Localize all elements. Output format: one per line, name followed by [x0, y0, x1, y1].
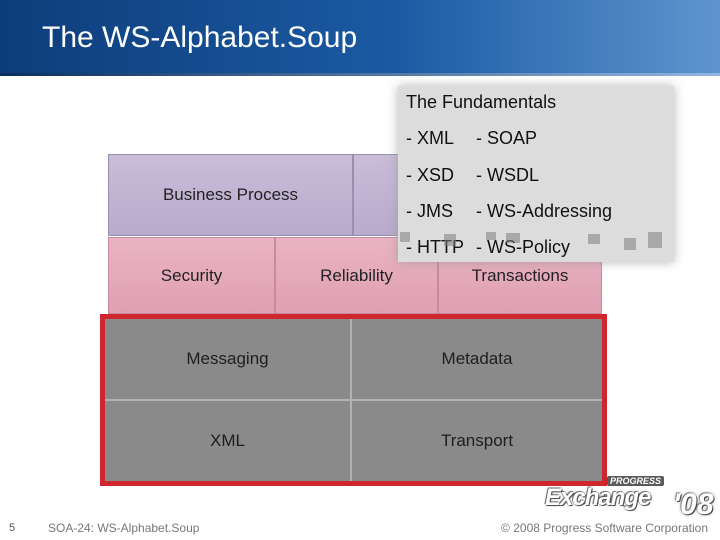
layer-transport: Transport [352, 401, 602, 481]
progress-exchange-logo: PROGRESS Exchange '08 [545, 474, 714, 522]
title-bar [0, 0, 720, 76]
layer-business-process: Business Process [108, 154, 353, 236]
fundamental-item: - XSD [406, 165, 455, 185]
layer-label: Reliability [320, 265, 393, 285]
layer-xml: XML [105, 401, 350, 481]
slide-title: The WS-Alphabet.Soup [42, 21, 358, 54]
layer-metadata: Metadata [352, 319, 602, 399]
layer-label: Business Process [162, 185, 299, 204]
fundamental-item: - JMS [406, 201, 453, 221]
page-number: 5 [9, 522, 16, 534]
fundamentals-row: - JMS - WS-Addressing [406, 201, 612, 222]
footer-session: SOA-24: WS-Alphabet.Soup [48, 521, 200, 535]
footer-copyright: © 2008 Progress Software Corporation [501, 521, 708, 535]
fundamental-item: - WS-Policy [476, 237, 570, 257]
layer-label: Metadata [441, 349, 513, 368]
callout-decoration [398, 230, 674, 262]
layer-label: Transport [440, 431, 514, 450]
layer-label: XML [210, 431, 245, 450]
fundamentals-row: - XSD - WSDL [406, 165, 539, 186]
fundamentals-callout: The Fundamentals - XML - SOAP - XSD - WSDL… [398, 86, 674, 262]
logo-brand-top: PROGRESS [607, 476, 665, 486]
layer-messaging: Messaging [105, 319, 350, 399]
fundamental-item: - WSDL [476, 165, 539, 185]
layer-label: Transactions [471, 265, 569, 285]
grid-divider-horizontal [105, 399, 602, 401]
layer-label: Messaging [186, 349, 269, 368]
fundamental-item: - XML [406, 128, 455, 148]
callout-heading: The Fundamentals [406, 92, 557, 112]
fundamental-item: - WS-Addressing [476, 201, 613, 221]
layer-label: Security [160, 265, 223, 285]
layer-security: Security [108, 237, 275, 314]
logo-brand-year: '08 [673, 488, 714, 521]
logo-brand-main: Exchange [545, 484, 651, 511]
fundamentals-row: - XML - SOAP [406, 128, 537, 149]
fundamental-item: - SOAP [476, 128, 538, 148]
